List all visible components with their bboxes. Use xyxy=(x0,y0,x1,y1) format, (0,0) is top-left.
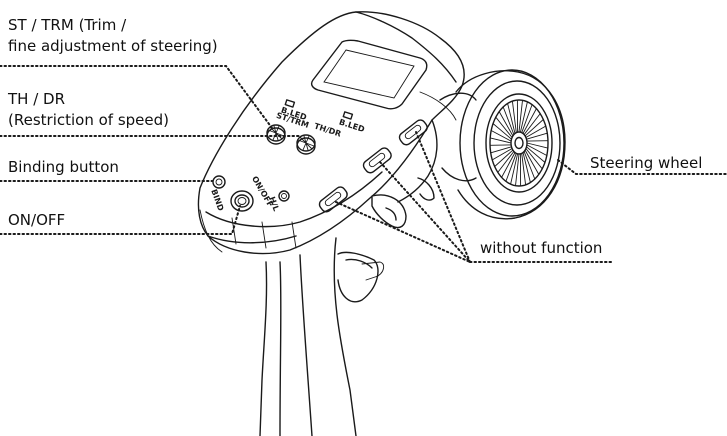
wheel-spoke xyxy=(501,152,516,178)
label-st-trm-line1: ST / TRM (Trim / xyxy=(8,16,127,34)
wheel-spoke xyxy=(523,113,541,136)
wheel-spoke xyxy=(526,144,548,156)
wheel-spoke xyxy=(510,153,519,185)
wheel-spoke xyxy=(515,153,520,187)
wheel-spoke xyxy=(524,149,540,175)
leader-on-off xyxy=(0,205,241,235)
label-th-dr-line1: TH / DR xyxy=(8,90,66,108)
wheel-spoke xyxy=(502,106,515,136)
th-dr-knob[interactable] xyxy=(296,134,316,155)
wheel-spoke xyxy=(494,149,514,167)
wheel-spoke xyxy=(511,100,517,134)
leader-steering-wheel xyxy=(557,159,727,175)
label-th-dr-line2: (Restriction of speed) xyxy=(8,111,170,129)
wheel-spoke xyxy=(497,150,515,173)
wheel-spoke xyxy=(525,148,543,170)
wheel-spoke xyxy=(522,108,537,134)
wheel-spoke xyxy=(495,116,513,138)
leader-lines xyxy=(0,65,727,263)
leader-without-function-1 xyxy=(415,131,471,263)
panel-bind-text: BIND xyxy=(209,188,225,212)
wheel-spoke xyxy=(526,132,548,140)
wheel-spoke xyxy=(526,146,546,163)
wheel-spoke xyxy=(491,148,513,161)
wheel-spoke xyxy=(524,119,544,137)
label-without-function: without function xyxy=(480,239,603,257)
trigger-drawing xyxy=(371,177,435,229)
leader-without-function-3 xyxy=(335,201,471,263)
label-binding-button: Binding button xyxy=(8,158,119,176)
side-switch-upper[interactable] xyxy=(397,118,429,147)
wheel-spoke xyxy=(519,101,528,133)
wheel-spoke xyxy=(526,142,549,149)
hl-button-drawing[interactable] xyxy=(278,190,290,202)
label-steering-wheel: Steering wheel xyxy=(590,154,703,172)
wheel-spoke xyxy=(492,123,512,140)
wheel-spoke xyxy=(490,130,512,142)
wheel-spoke xyxy=(489,137,512,144)
body-drawing xyxy=(197,11,465,255)
panel-bled-right-text: B.LED xyxy=(338,117,366,134)
leader-without-function-2 xyxy=(379,161,471,263)
wheel-spoke xyxy=(518,99,523,133)
wheel-spoke xyxy=(498,111,514,137)
side-switch-middle[interactable] xyxy=(361,146,393,175)
grip-drawing xyxy=(259,237,385,436)
wheel-spoke xyxy=(521,152,527,186)
wheel-spoke xyxy=(521,104,533,134)
wheel-spoke xyxy=(522,152,531,183)
on-off-button-drawing[interactable] xyxy=(230,190,254,212)
wheel-spoke xyxy=(525,125,547,138)
label-on-off: ON/OFF xyxy=(8,211,66,229)
control-panel: B.LED B.LED ST/TRM TH/DR BIND xyxy=(209,99,429,214)
leader-st-trm xyxy=(0,65,273,129)
wheel-spoke xyxy=(490,146,512,154)
st-trm-knob[interactable] xyxy=(266,124,286,145)
binding-button-drawing[interactable] xyxy=(212,175,226,189)
label-st-trm-line2: fine adjustment of steering) xyxy=(8,37,218,55)
wheel-spoke xyxy=(507,103,516,134)
wheel-spoke xyxy=(505,152,517,182)
wheel-spoke xyxy=(523,150,536,180)
steering-wheel-drawing xyxy=(439,69,566,220)
side-switch-lower[interactable] xyxy=(317,185,349,214)
